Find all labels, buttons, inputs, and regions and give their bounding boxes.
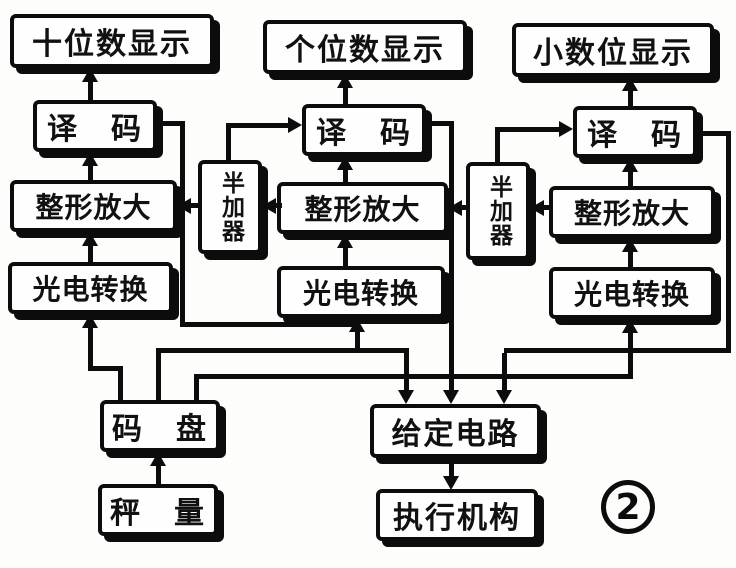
connector-line [426,121,454,126]
connector-line [88,328,93,366]
block-actuator: 执行机构 [376,489,538,541]
block-decoder-decimal: 译 码 [573,106,697,158]
connector-line [628,172,633,186]
connector-line [189,203,201,208]
connector-line [495,127,561,132]
block-photo-conv-tens: 光电转换 [8,262,173,314]
connector-line [697,131,731,136]
block-half-adder-2: 半加器 [466,162,530,260]
arrowhead-up [337,156,353,170]
arrowhead-up [82,68,98,82]
connector-line [449,121,454,390]
connector-line [180,322,358,327]
arrowhead-up [337,74,353,88]
block-units-display: 个位数显示 [263,20,467,74]
block-weighing: 秤 量 [98,484,218,536]
connector-line [628,333,633,379]
block-shaping-amp-decimal: 整形放大 [549,186,715,238]
connector-line [157,121,185,126]
block-decimal-display: 小数位显示 [512,23,714,77]
arrowhead-up [150,452,166,466]
arrowhead-down [496,390,512,404]
block-tens-display: 十位数显示 [10,14,214,68]
connector-line [194,374,633,379]
connector-line [180,121,185,327]
arrowhead-up [82,232,98,246]
connector-line [628,252,633,267]
figure-number-badge: 2 [601,480,655,534]
connector-line [343,88,348,104]
connector-line [495,132,500,162]
arrowhead-up [337,234,353,248]
block-shaping-amp-tens: 整形放大 [10,180,177,232]
connector-line [502,353,507,390]
arrowhead-up [622,158,638,172]
block-photo-conv-units: 光电转换 [277,266,445,318]
connector-line [156,464,161,484]
connector-line [226,128,231,160]
arrowhead-down [443,476,459,490]
arrowhead-left [262,198,276,214]
connector-line [274,203,282,208]
block-half-adder-1: 半加器 [198,160,262,254]
connector-line [726,131,731,352]
connector-line [88,246,93,262]
arrowhead-up [82,152,98,166]
connector-line [628,91,633,106]
block-code-disc: 码 盘 [100,400,220,452]
connector-line [156,350,161,400]
arrowhead-down [443,390,459,404]
arrowhead-right [559,121,573,137]
connector-line [355,332,360,353]
connector-line [194,376,199,400]
connector-line [118,366,123,400]
arrowhead-up [622,77,638,91]
arrowhead-up [82,314,98,328]
connector-line [504,348,731,353]
connector-line [88,82,93,100]
connector-line [88,166,93,180]
arrowhead-up [349,318,365,332]
arrowhead-right [288,117,302,133]
connector-line [88,366,123,371]
connector-line [460,205,469,210]
connector-line [404,348,409,392]
arrowhead-down [398,390,414,404]
block-photo-conv-decimal: 光电转换 [549,267,715,319]
block-decoder-tens: 译 码 [33,100,157,152]
arrowhead-up [622,238,638,252]
connector-line [449,458,454,476]
arrowhead-up [622,319,638,333]
block-decoder-units: 译 码 [302,104,426,156]
block-setting-circuit: 给定电路 [370,404,541,458]
block-shaping-amp-units: 整形放大 [277,182,448,234]
connector-line [156,348,409,353]
connector-line [343,248,348,266]
connector-line [542,205,552,210]
connector-line [343,170,348,182]
arrowhead-left [530,200,544,216]
connector-line [226,123,292,128]
